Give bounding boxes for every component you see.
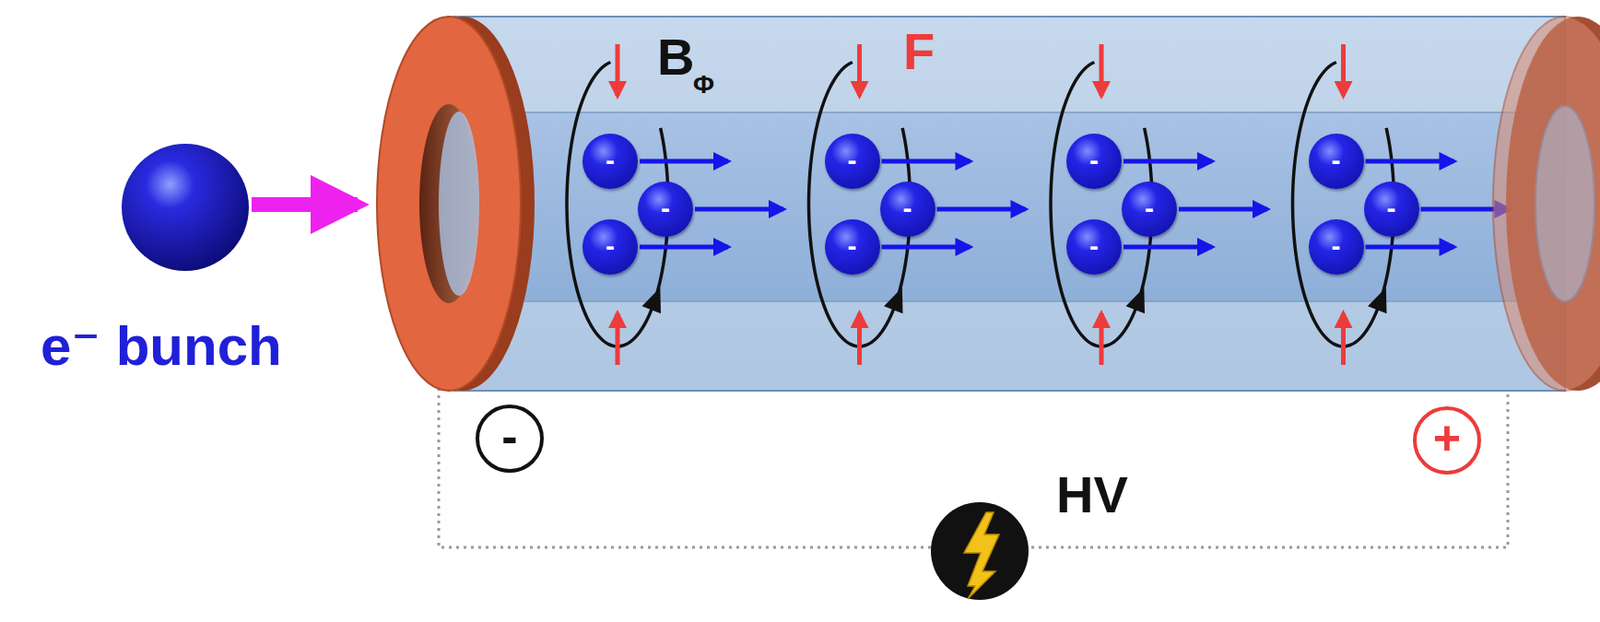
velocity-arrow [1365, 245, 1455, 250]
outer-tube [454, 16, 1565, 391]
polarity-sign: - [475, 404, 544, 473]
field-subscript: Φ [693, 71, 715, 98]
polarity-sign: + [1412, 406, 1482, 475]
polarity-symbol: + [1433, 413, 1461, 462]
force-arrow [1341, 313, 1346, 365]
electron: - [582, 219, 638, 275]
electron: - [880, 181, 936, 237]
charge-sign: - [660, 194, 671, 223]
polarity-symbol: - [501, 411, 518, 460]
velocity-arrow [639, 245, 729, 250]
charge-sign: - [605, 146, 615, 175]
velocity-arrow [937, 207, 1026, 212]
inner-beam-channel [454, 112, 1561, 302]
charge-sign: - [1089, 232, 1099, 260]
electron: - [637, 181, 694, 237]
force-arrow [857, 44, 862, 96]
charge-sign: - [1331, 232, 1342, 260]
charge-sign: - [847, 146, 858, 175]
electron: - [1308, 219, 1365, 275]
force-arrow [615, 313, 621, 365]
bunch-label: e⁻ bunch [40, 318, 283, 375]
field-direction-arrowhead [1367, 287, 1387, 314]
charge-sign: - [1144, 194, 1154, 223]
velocity-arrow [694, 207, 784, 212]
velocity-arrow [639, 159, 729, 165]
field-symbol: B [657, 31, 695, 83]
velocity-arrow [882, 245, 971, 250]
hv-source-symbol [930, 502, 1029, 600]
electron: - [1364, 181, 1420, 237]
charge-sign: - [605, 232, 615, 260]
field-direction-arrowhead [883, 287, 903, 314]
electron: - [1066, 133, 1122, 189]
force-arrow [615, 44, 621, 96]
electron-bunch [121, 143, 249, 271]
field-direction-arrowhead [642, 287, 661, 314]
force-arrow [857, 313, 862, 365]
anode-ring [1493, 16, 1600, 391]
bunch-direction-arrow [251, 197, 358, 212]
velocity-arrow [1365, 159, 1455, 165]
electron: - [824, 133, 881, 189]
force-arrow [1099, 313, 1105, 365]
cathode-ring [376, 16, 535, 391]
charge-sign: - [1331, 146, 1342, 175]
charge-sign: - [1387, 194, 1397, 223]
electron: - [582, 133, 638, 189]
velocity-arrow [1178, 207, 1268, 212]
force-arrow [1341, 44, 1346, 96]
charge-sign: - [847, 232, 858, 260]
velocity-arrow [882, 159, 971, 165]
velocity-arrow [1123, 245, 1212, 250]
electron: - [824, 219, 881, 275]
field-direction-arrowhead [1126, 287, 1145, 314]
electron: - [1121, 181, 1177, 237]
electron: - [1066, 219, 1122, 275]
force-arrow [1099, 44, 1105, 96]
velocity-arrow [1123, 159, 1212, 165]
electron: - [1308, 133, 1365, 189]
voltage-label: HV [1056, 469, 1129, 521]
charge-sign: - [1089, 146, 1099, 175]
charge-sign: - [903, 194, 913, 223]
force-symbol: F [903, 25, 935, 78]
